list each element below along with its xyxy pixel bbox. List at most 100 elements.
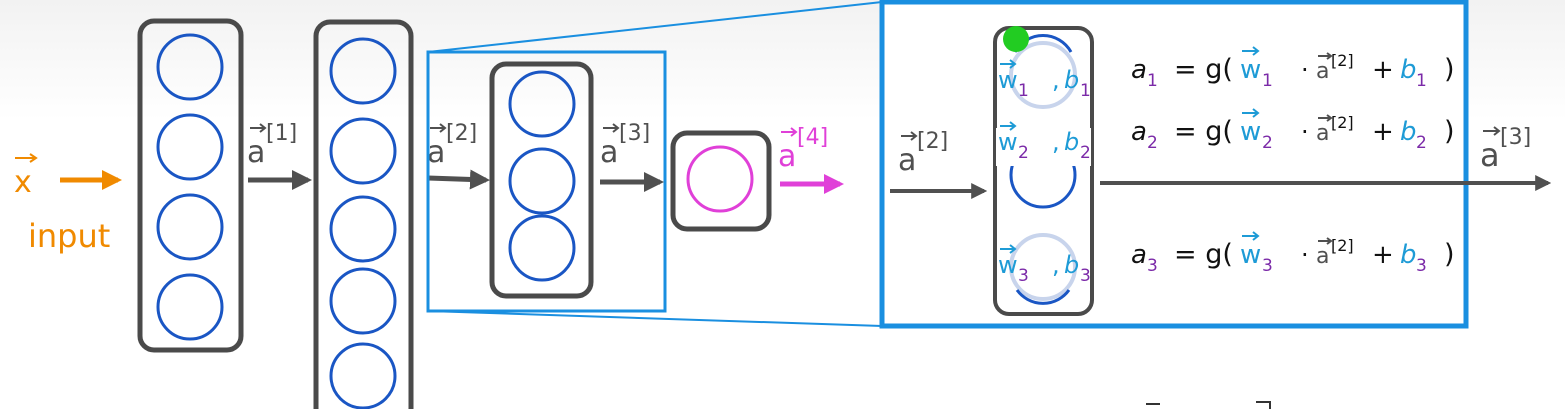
weight-label: w <box>998 66 1018 94</box>
svg-text:a: a <box>600 135 618 170</box>
svg-text:1: 1 <box>1080 81 1091 101</box>
svg-text:3: 3 <box>1416 256 1427 276</box>
layer-3-neuron-2 <box>508 147 576 215</box>
svg-text:b: b <box>1400 240 1417 270</box>
svg-text:a: a <box>1131 55 1147 85</box>
svg-text:+: + <box>1372 240 1394 270</box>
svg-text:,: , <box>1052 128 1060 156</box>
svg-text:2: 2 <box>1262 133 1273 153</box>
layer-3-neurons <box>508 70 576 282</box>
svg-text:x: x <box>14 165 32 200</box>
output-neuron <box>686 145 754 213</box>
zoom-input-a2: a [2] <box>898 129 948 178</box>
input-vector-x: x <box>14 153 38 200</box>
zoom-layer-box <box>993 26 1094 316</box>
svg-text:= g(: = g( <box>1174 54 1233 85</box>
layer-2-neurons <box>329 37 397 409</box>
svg-text:2: 2 <box>1147 133 1158 153</box>
svg-text:3: 3 <box>1080 266 1091 286</box>
layer-1-neuron-2 <box>156 113 224 181</box>
layer-3-neuron-3 <box>508 214 576 282</box>
layer-2-neuron-2 <box>329 117 397 185</box>
svg-text:): ) <box>1444 54 1455 85</box>
layer-4-box <box>670 130 772 232</box>
svg-text:a: a <box>1131 240 1147 270</box>
svg-text:b: b <box>1400 55 1417 85</box>
layer-2-neuron-5 <box>329 342 397 409</box>
svg-text:a: a <box>1316 121 1329 146</box>
svg-text:a: a <box>778 139 796 174</box>
bias-label: b <box>1064 128 1079 156</box>
svg-text:[4]: [4] <box>797 125 828 150</box>
layer-1-neuron-3 <box>156 193 224 261</box>
svg-text:w: w <box>1240 240 1261 270</box>
svg-text:·: · <box>1301 241 1309 269</box>
svg-text:[2]: [2] <box>1331 51 1354 70</box>
svg-text:= g(: = g( <box>1174 239 1233 270</box>
layer-1-neuron-4 <box>156 273 224 341</box>
svg-text:a: a <box>1316 59 1329 84</box>
layer-3-neuron-1 <box>508 70 576 138</box>
svg-text:a: a <box>1480 136 1500 174</box>
svg-text:a: a <box>1131 117 1147 147</box>
bias-label: b <box>1064 66 1079 94</box>
layer-1-box <box>137 18 244 353</box>
svg-text:2: 2 <box>1416 133 1427 153</box>
svg-text:= g(: = g( <box>1174 116 1233 147</box>
zoom-neuron-3-arc <box>1015 289 1071 305</box>
svg-text:3: 3 <box>1018 266 1029 286</box>
zoom-neuron-3 <box>1009 233 1077 301</box>
activation-a2: a [2] <box>427 121 477 170</box>
svg-text:a: a <box>1316 244 1329 269</box>
svg-text:w: w <box>1240 55 1261 85</box>
bias-label: b <box>1064 251 1079 279</box>
activation-a4: a [4] <box>778 125 828 174</box>
svg-text:b: b <box>1400 117 1417 147</box>
layer-1-neurons <box>156 33 224 341</box>
layer-2-neuron-4 <box>329 267 397 335</box>
svg-text:,: , <box>1052 251 1060 279</box>
layer-3-box <box>489 61 594 299</box>
svg-text:3: 3 <box>1262 256 1273 276</box>
svg-text:·: · <box>1301 56 1309 84</box>
zoom-neuron-1 <box>1009 41 1077 109</box>
svg-text:a: a <box>427 135 445 170</box>
svg-text:·: · <box>1301 118 1309 146</box>
svg-text:a: a <box>898 143 916 178</box>
input-label: input <box>28 217 110 255</box>
partial-bracket <box>1256 401 1271 409</box>
svg-text:[2]: [2] <box>1331 113 1354 132</box>
svg-text:[2]: [2] <box>917 129 948 154</box>
svg-text:): ) <box>1444 239 1455 270</box>
layer-1-neuron-1 <box>156 33 224 101</box>
activation-a3: a [3] <box>600 121 650 170</box>
svg-text:1: 1 <box>1018 81 1029 101</box>
zoom-panel <box>879 0 1469 329</box>
svg-text:2: 2 <box>1080 143 1091 163</box>
svg-text:3: 3 <box>1147 256 1158 276</box>
svg-text:,: , <box>1052 66 1060 94</box>
svg-text:1: 1 <box>1147 71 1158 91</box>
arrow-a2 <box>427 169 490 190</box>
svg-text:a: a <box>247 135 265 170</box>
zoom-line-bottom <box>427 310 883 327</box>
layer-2-box <box>313 19 414 409</box>
svg-text:w: w <box>1240 117 1261 147</box>
layer-2-neuron-1 <box>329 37 397 105</box>
svg-text:+: + <box>1372 55 1394 85</box>
activation-a1: a [1] <box>247 121 297 170</box>
layer-3-highlight-box <box>426 50 667 313</box>
svg-text:1: 1 <box>1416 71 1427 91</box>
svg-text:[3]: [3] <box>619 121 650 146</box>
svg-text:[3]: [3] <box>1500 125 1531 150</box>
svg-text:): ) <box>1444 116 1455 147</box>
svg-text:2: 2 <box>1018 143 1029 163</box>
